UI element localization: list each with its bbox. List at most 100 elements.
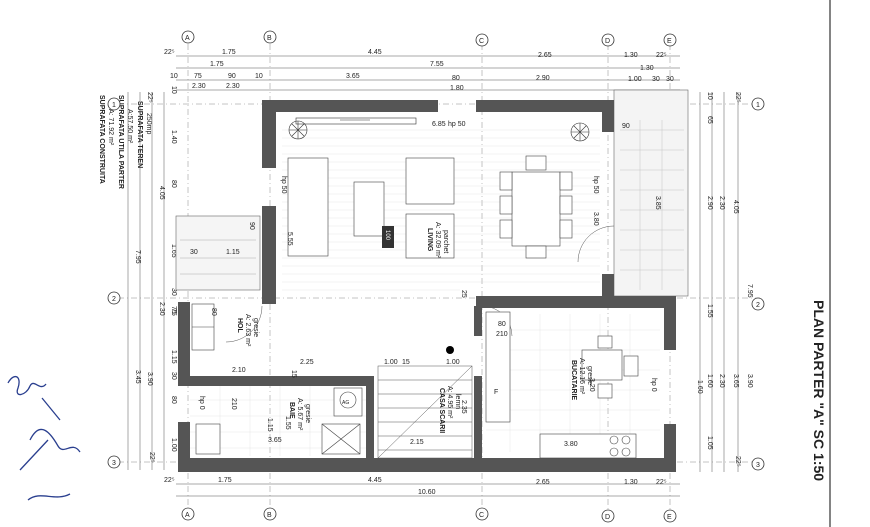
svg-text:30: 30 [170,372,177,380]
svg-text:hp 0: hp 0 [650,378,657,392]
axis-label-a-top: A [185,35,190,42]
svg-text:2.65: 2.65 [536,479,550,486]
kitchen-counter-bottom [539,433,637,459]
svg-text:10: 10 [170,73,178,80]
kitchen-table [581,349,623,381]
coffee-table [353,181,385,237]
dimension-text-left: 22⁵ 10 1.40 80 1.65 30 75 1.15 30 80 1.0… [134,86,177,463]
svg-text:4.45: 4.45 [368,477,382,484]
svg-text:2.25: 2.25 [300,359,314,366]
svg-text:75: 75 [170,306,177,314]
hall-wardrobe [191,303,215,351]
svg-text:BAIE: BAIE [288,402,295,419]
terrace-area [613,89,689,297]
svg-text:A: 5.67 m²: A: 5.67 m² [296,398,303,431]
terrace-pavers [620,120,684,290]
svg-text:2.30: 2.30 [718,196,725,210]
svg-text:lemn: lemn [454,394,461,409]
walls [178,100,676,472]
svg-text:BUCATARIE: BUCATARIE [570,360,577,401]
svg-text:1.60: 1.60 [696,380,703,394]
svg-text:1.75: 1.75 [218,477,232,484]
plant-icon [288,120,308,140]
svg-text:10.60: 10.60 [418,489,436,496]
svg-text:22⁵: 22⁵ [164,49,175,56]
svg-text:90: 90 [248,222,255,230]
room-label-living: LIVING A: 32.09 m² parchet [426,222,449,259]
svg-text:4.45: 4.45 [368,49,382,56]
area-summary: SUPRAFATA CONSTRUITA A: 71.92 m² SUPRAFA… [98,95,152,189]
dimension-lines-right [699,92,739,472]
porch-steps [180,239,256,275]
land-area-value: 250mp [145,113,152,135]
svg-text:10: 10 [706,92,713,100]
axis-label-2-right: 2 [756,302,760,309]
svg-text:gresie: gresie [304,404,311,423]
svg-text:6.85: 6.85 [432,121,446,128]
svg-text:A: 4.95 m²: A: 4.95 m² [446,386,453,419]
svg-text:3.65: 3.65 [732,374,739,388]
svg-text:2.90: 2.90 [706,196,713,210]
window-top [295,117,417,125]
axis-label-3-left: 3 [112,460,116,467]
svg-text:15: 15 [402,359,410,366]
svg-text:3.65: 3.65 [346,73,360,80]
axis-label-e-bottom: E [667,514,672,521]
svg-text:210: 210 [230,398,237,410]
axis-label-d-bottom: D [605,514,610,521]
dimension-text-bottom: 22⁵ 1.75 4.45 2.65 1.30 22⁵ 10.60 [164,477,667,496]
svg-text:1.15: 1.15 [170,350,177,364]
svg-text:A: 2.63 m²: A: 2.63 m² [244,314,251,347]
bath-fixtures [195,387,363,455]
axis-label-2-left: 2 [112,296,116,303]
axis-label-b-top: B [267,35,272,42]
svg-text:4.05: 4.05 [158,186,165,200]
signature-scribble-2 [19,439,71,501]
axis-label-a-bottom: A [185,512,190,519]
axis-bubbles-bottom: A B C D E [181,507,677,523]
svg-text:1.30: 1.30 [624,479,638,486]
svg-text:gresie: gresie [252,318,259,337]
axis-bubbles-sides: 1 2 3 1 2 3 [107,97,765,471]
svg-text:80: 80 [210,308,217,316]
svg-text:7.95: 7.95 [746,284,753,298]
svg-text:1.75: 1.75 [210,61,224,68]
axis-label-e-top: E [667,38,672,45]
svg-text:2.30: 2.30 [192,83,206,90]
svg-text:HOL: HOL [236,318,243,334]
svg-text:1.00: 1.00 [170,438,177,452]
stair-start-marker [446,346,454,354]
svg-text:1.05: 1.05 [706,436,713,450]
entrance-porch [175,215,261,291]
svg-text:CASA SCARII: CASA SCARII [438,388,445,433]
svg-text:30: 30 [652,76,660,83]
axis-label-d-top: D [605,38,610,45]
svg-text:F: F [494,389,498,396]
svg-text:1.30: 1.30 [624,52,638,59]
svg-text:1.15: 1.15 [266,418,273,432]
svg-text:2.90: 2.90 [536,75,550,82]
svg-text:2.10: 2.10 [232,367,246,374]
axis-label-1-right: 1 [756,102,760,109]
svg-text:2.30: 2.30 [718,374,725,388]
interior-dimensions: 6.85 hp 50 hp 50 hp 50 5.55 3.80 3.85 2.… [170,121,703,448]
svg-text:80: 80 [170,180,177,188]
useful-area-label: SUPRAFATA UTILA PARTER [117,95,124,189]
svg-text:1.00: 1.00 [446,359,460,366]
svg-text:3.90: 3.90 [746,374,753,388]
plant-icon-2 [570,122,590,142]
svg-text:gresie: gresie [586,366,593,385]
sofa [287,157,329,257]
svg-text:3.65: 3.65 [268,437,282,444]
svg-text:22⁵: 22⁵ [146,92,153,103]
armchair-2 [405,213,455,259]
svg-text:22⁵: 22⁵ [656,479,667,486]
axis-label-c-bottom: C [479,512,484,519]
svg-text:3.80: 3.80 [592,212,599,226]
svg-text:10: 10 [170,86,177,94]
axis-bubbles-top: A B C D E [181,30,677,47]
svg-text:1.75: 1.75 [222,49,236,56]
svg-text:hp 0: hp 0 [198,396,205,410]
svg-text:2.15: 2.15 [410,439,424,446]
svg-text:1.00: 1.00 [628,76,642,83]
